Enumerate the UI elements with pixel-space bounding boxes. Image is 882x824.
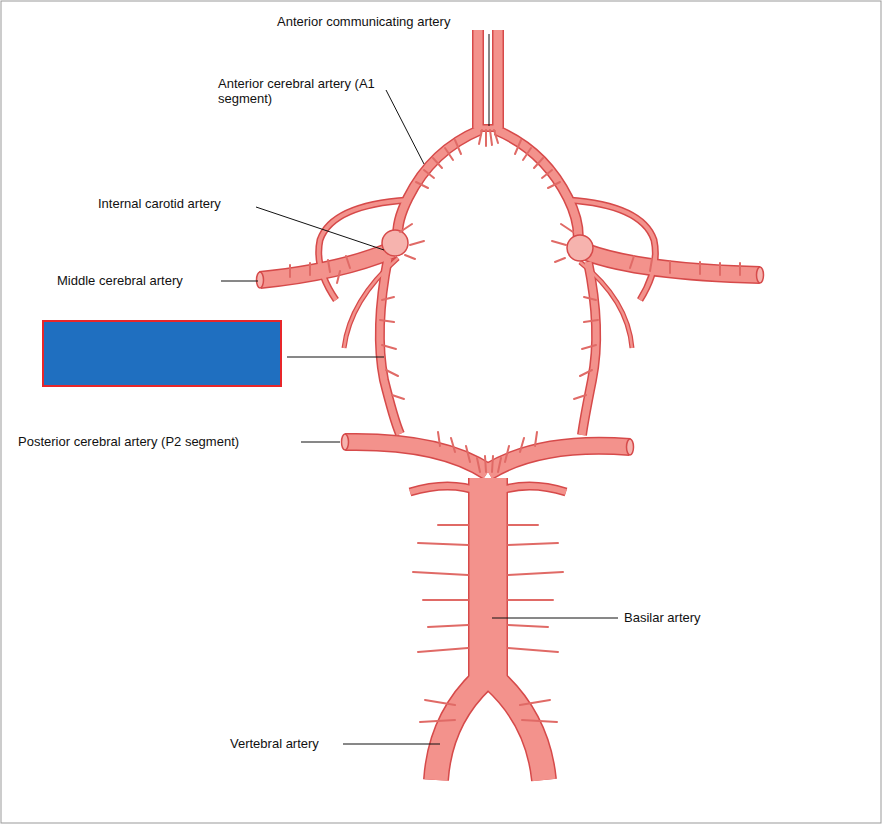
part-label: Posterior cerebral artery (P2 segment) bbox=[18, 434, 239, 449]
part-label: Anterior cerebral artery (A1 segment) bbox=[218, 76, 378, 106]
part-label: Internal carotid artery bbox=[98, 196, 221, 211]
part-label: Basilar artery bbox=[624, 610, 701, 625]
hidden-label-box bbox=[43, 321, 281, 386]
part-label: Middle cerebral artery bbox=[57, 273, 183, 288]
part-label: Vertebral artery bbox=[230, 736, 319, 751]
part-label: Anterior communicating artery bbox=[277, 14, 450, 29]
